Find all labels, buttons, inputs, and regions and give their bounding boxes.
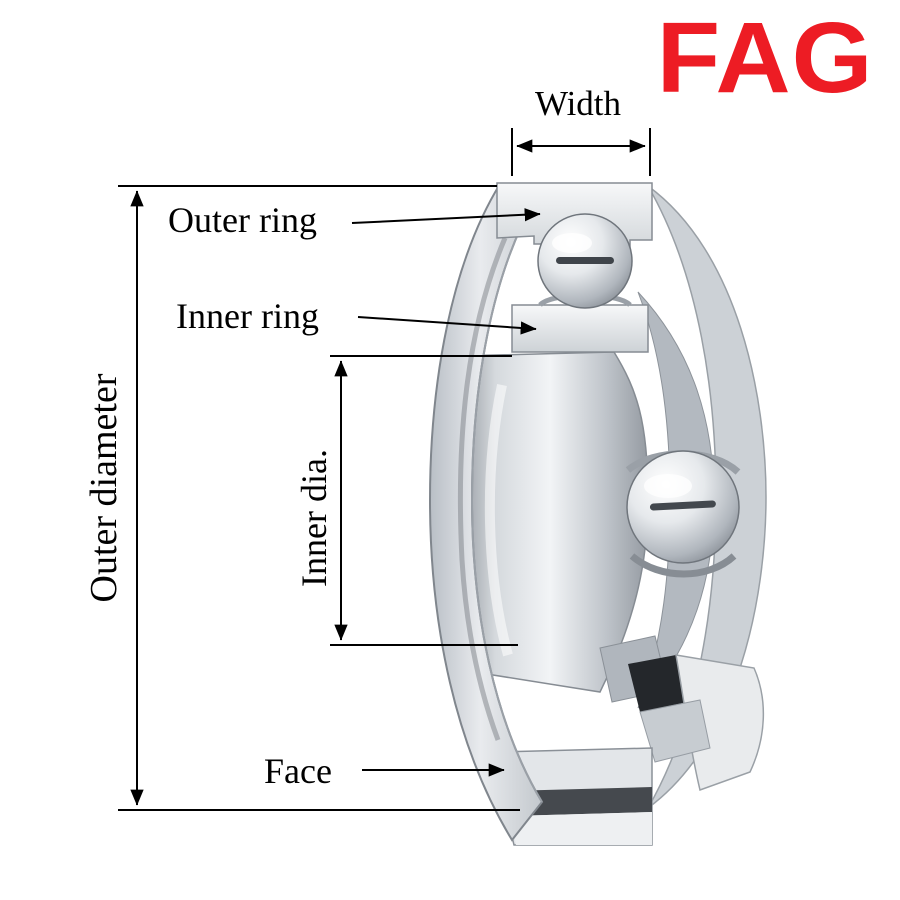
inner-ring-pointer-arrow <box>357 316 537 335</box>
face-label: Face <box>264 751 332 791</box>
inner-ring-label: Inner ring <box>176 296 319 336</box>
outer-ring-label: Outer ring <box>168 200 317 240</box>
bottom-band-highlight <box>511 812 652 845</box>
ball-top-slot <box>556 257 614 264</box>
fag-brand-logo: FAG <box>657 2 874 114</box>
outer-diameter-dimension-arrow <box>118 185 520 811</box>
width-label: Width <box>534 84 622 123</box>
outer-diameter-label: Outer diameter <box>83 373 125 603</box>
outer-ring-pointer-arrow <box>351 208 541 224</box>
front-rim-shadow <box>457 237 508 741</box>
cage-arc-bottom <box>629 553 737 578</box>
ball-middle-highlight <box>644 474 692 498</box>
bearing-illustration <box>428 182 767 846</box>
bottom-seal-streak <box>506 787 652 816</box>
ball-top-highlight <box>552 233 592 253</box>
inner-dia-dimension-arrow <box>330 355 518 646</box>
bottom-section-inner-ring <box>675 654 765 791</box>
front-rim-inner-edge <box>470 197 543 803</box>
ball-middle-slot <box>649 500 716 511</box>
bore-highlight <box>484 383 513 657</box>
inner-dia-label: Inner dia. <box>294 449 334 587</box>
bottom-section-groove <box>628 655 688 712</box>
bottom-section-step <box>639 699 711 763</box>
dimension-lines <box>118 128 651 811</box>
width-dimension-arrow <box>511 128 651 176</box>
